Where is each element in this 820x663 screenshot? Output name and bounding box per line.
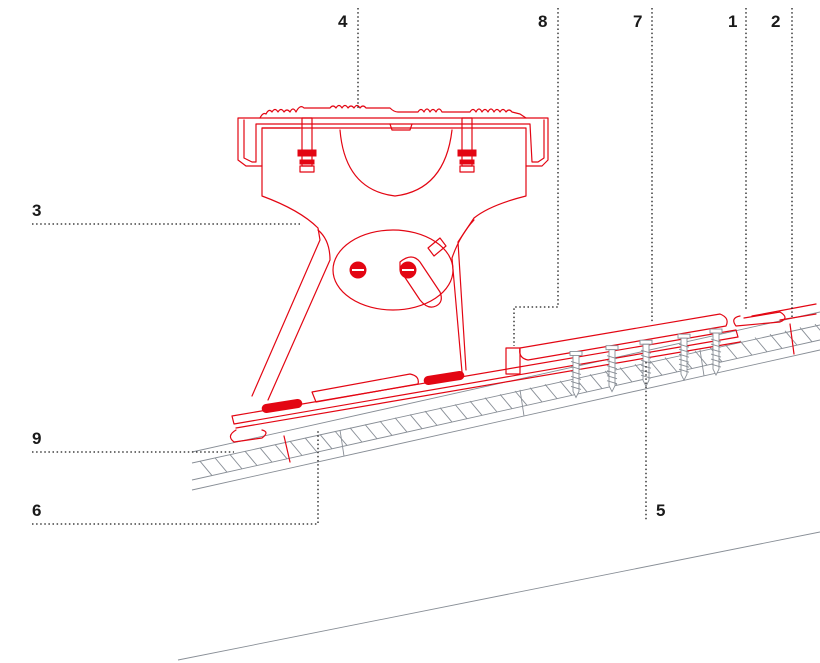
roof-hatch-line — [229, 454, 243, 470]
roof-hatch-line — [379, 420, 393, 436]
callout-5: 5 — [656, 501, 665, 520]
roof-hatch-line — [304, 437, 318, 453]
roof-hatch-line — [739, 340, 753, 356]
roof-hatch-line — [499, 394, 513, 409]
roof-hatch-line — [649, 360, 663, 376]
roof-hatch-line — [364, 424, 378, 440]
roof-hatch-line — [319, 434, 333, 450]
leader-lines — [32, 8, 793, 525]
roof-hatch-line — [199, 460, 213, 476]
roof-hatch-line — [259, 447, 273, 463]
roof-hatch-line — [244, 450, 258, 466]
roof-hatch-line — [619, 367, 633, 383]
roof-structure — [177, 311, 820, 661]
screw — [639, 339, 653, 388]
roof-hatch-line — [409, 414, 423, 430]
callout-1: 1 — [728, 12, 737, 31]
roof-hatch-line — [724, 343, 738, 359]
roof-hatch-line — [439, 407, 453, 423]
screw — [709, 328, 723, 377]
support-bracket — [251, 129, 527, 401]
callout-labels: 4 8 7 1 2 3 9 6 5 — [32, 12, 780, 520]
screw — [569, 350, 583, 399]
screw — [677, 333, 691, 382]
callout-8: 8 — [538, 12, 547, 31]
fastening-screws — [569, 328, 723, 399]
roof-hatch-line — [784, 330, 798, 346]
callout-7: 7 — [633, 12, 642, 31]
roof-hatch-line — [754, 337, 768, 353]
rail-bolt-right — [457, 117, 477, 173]
roof-hatch-line — [814, 323, 820, 331]
leader-8 — [513, 8, 559, 346]
base-plate — [229, 303, 817, 463]
roof-rib-line — [339, 429, 345, 457]
roof-hatch-line — [664, 357, 678, 373]
roof-hatching — [199, 323, 820, 476]
roof-hatch-line — [214, 457, 228, 473]
callout-3: 3 — [32, 201, 41, 220]
roof-rib-line — [519, 389, 525, 417]
roof-hatch-line — [424, 410, 438, 426]
roof-hatch-line — [769, 333, 783, 349]
callout-6: 6 — [32, 501, 41, 520]
roof-hatch-line — [484, 397, 498, 413]
roof-underlay-line — [177, 531, 820, 661]
callout-9: 9 — [32, 429, 41, 448]
roof-hatch-line — [544, 384, 558, 399]
roof-hatch-line — [529, 387, 543, 403]
roof-hatch-line — [394, 417, 408, 433]
roof-rib-line — [699, 349, 705, 376]
screw — [605, 345, 619, 393]
rail-bolt-left — [297, 117, 317, 173]
roof-hatch-line — [559, 380, 573, 396]
roof-hatch-line — [799, 327, 813, 343]
leader-6 — [32, 430, 319, 525]
callout-2: 2 — [771, 12, 780, 31]
roof-hatch-line — [589, 373, 603, 389]
roof-hatch-line — [469, 400, 483, 416]
mount-hardware — [229, 104, 817, 463]
roof-hatch-line — [274, 444, 288, 460]
roof-hatch-line — [349, 427, 363, 443]
top-profile-rail — [237, 104, 549, 173]
roof-hatch-line — [454, 404, 468, 419]
callout-4: 4 — [338, 12, 348, 31]
roof-hatch-line — [289, 440, 303, 456]
